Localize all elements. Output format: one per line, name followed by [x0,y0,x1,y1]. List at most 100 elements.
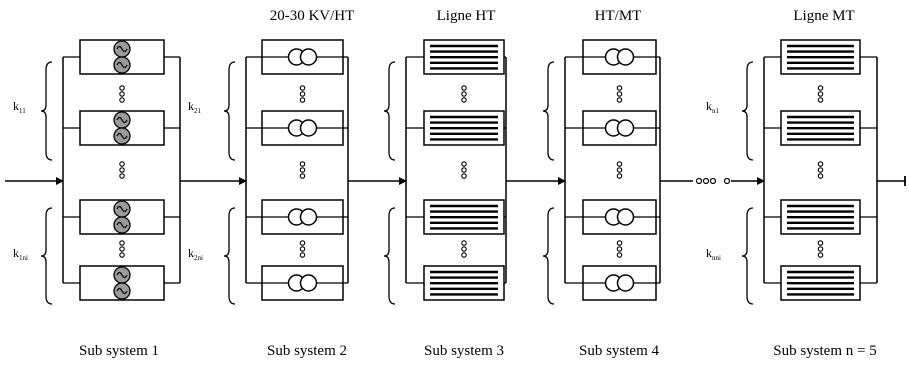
sine-wave-icon [116,61,128,69]
ellipsis-dots [702,177,710,185]
group-brace [223,61,236,161]
group-label-subscript: n1 [712,107,720,115]
continuation-dots [817,85,824,91]
continuation-dots [119,91,125,97]
transformer-winding-icon [299,48,318,66]
subsystem-title: HT/MT [595,8,642,24]
continuation-dots [299,161,306,167]
group-brace [383,207,396,305]
group-label: knni [706,246,721,262]
continuation-dots [461,173,467,179]
continuation-dots [817,252,824,258]
continuation-dots [616,167,623,173]
subsystem-caption: Sub system 3 [424,343,504,359]
subsystem-title: 20-30 KV/HT [270,8,355,24]
group-brace [542,61,555,161]
continuation-dots [616,91,623,97]
continuation-dots [817,173,824,179]
continuation-dots [817,97,824,103]
subsystem-title: Ligne MT [793,8,854,24]
continuation-dots [119,97,125,103]
group-label: kn1 [706,99,720,115]
continuation-dots [616,97,623,103]
continuation-dots [299,91,306,97]
continuation-dots [461,167,467,173]
continuation-dots [616,173,623,179]
group-label-subscript: 1ni [19,254,28,262]
continuation-dots [461,161,467,167]
sine-wave-icon [116,271,128,279]
continuation-dots [119,85,125,91]
subsystem-3: Ligne HT Sub system 3 [383,8,507,359]
group-brace [40,207,53,305]
transformer-winding-icon [616,48,635,66]
continuation-dots [119,246,125,252]
continuation-dots [119,173,125,179]
continuation-dots [461,240,467,246]
continuation-dots [817,161,824,167]
group-brace [40,61,53,161]
continuation-dots [817,167,824,173]
transformer-winding-icon [299,208,318,226]
continuation-dots [817,91,824,97]
ellipsis-dots [709,177,717,185]
transformer-winding-icon [616,119,635,137]
continuation-dots [299,97,306,103]
continuation-dots [299,240,306,246]
sine-wave-icon [116,45,128,53]
sine-wave-icon [116,205,128,213]
subsystem-caption: Sub system n = 5 [773,343,876,359]
transformer-winding-icon [616,208,635,226]
group-brace [741,61,754,161]
sine-wave-icon [116,287,128,295]
group-brace [223,207,236,305]
subsystem-4: HT/MT Sub system 4 [542,8,661,359]
subsystem-caption: Sub system 1 [79,343,159,359]
group-label: k1ni [13,246,28,262]
continuation-dots [299,173,306,179]
group-label: k2ni [188,246,203,262]
subsystem-2: k21 k2ni 20-30 KV/HT Sub system 2 [188,8,354,359]
sine-wave-icon [116,116,128,124]
continuation-dots [817,240,824,246]
continuation-dots [299,246,306,252]
continuation-dots [461,97,467,103]
continuation-dots [461,252,467,258]
subsystem-5: kn1 knni Ligne MT Sub system n = 5 [706,8,878,359]
continuation-dots [119,167,125,173]
continuation-dots [616,246,623,252]
continuation-dots [817,246,824,252]
group-label-subscript: 21 [194,107,202,115]
sine-wave-icon [116,132,128,140]
group-label-subscript: 11 [19,107,26,115]
subsystem-caption: Sub system 4 [579,343,660,359]
subsystem-title: Ligne HT [437,8,496,24]
group-label-subscript: 2ni [194,254,203,262]
group-brace [542,207,555,305]
continuation-dots [461,246,467,252]
group-brace [383,61,396,161]
transformer-winding-icon [299,119,318,137]
group-label: k11 [13,99,26,115]
continuation-dots [299,252,306,258]
sine-wave-icon [116,221,128,229]
ellipsis-dots [695,177,703,185]
subsystem-caption: Sub system 2 [267,343,347,359]
transformer-winding-icon [299,274,318,292]
group-label-subscript: nni [712,254,721,262]
continuation-dots [616,85,623,91]
continuation-dots [616,240,623,246]
group-label: k21 [188,99,202,115]
continuation-dots [119,161,125,167]
continuation-dots [299,85,306,91]
continuation-dots [616,252,623,258]
continuation-dots [299,167,306,173]
transformer-winding-icon [616,274,635,292]
flow-arrows [5,176,906,186]
continuation-dots [461,85,467,91]
continuation-dots [119,240,125,246]
continuation-dots [616,161,623,167]
continuation-dots [119,252,125,258]
